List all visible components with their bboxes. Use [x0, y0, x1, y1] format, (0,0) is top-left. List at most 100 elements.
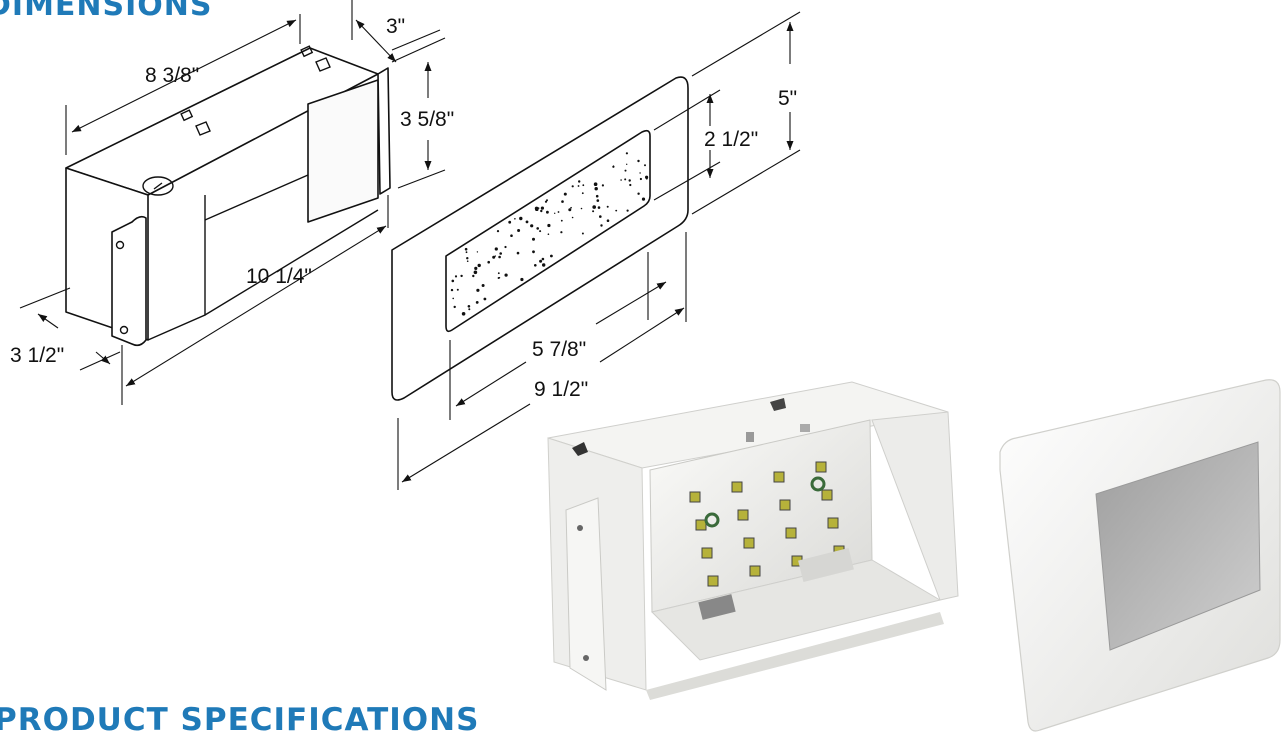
box-bottom-long-edge: [204, 209, 379, 316]
speckle-dot: [546, 199, 548, 202]
speckle-dot: [483, 297, 487, 301]
speckle-dot: [599, 215, 602, 218]
speckle-dot: [532, 237, 535, 241]
speckle-dot: [550, 254, 553, 258]
speckle-dot: [452, 297, 455, 300]
speckle-dot: [628, 179, 631, 182]
led-chip: [785, 527, 797, 539]
speckle-dot: [474, 266, 478, 270]
speckle-dot: [600, 224, 603, 227]
speckle-dot: [492, 255, 496, 259]
flange-screw-hole-top: [115, 240, 125, 250]
speckle-dot: [582, 184, 585, 187]
speckle-dot: [494, 255, 496, 257]
faceplate-photo: [999, 379, 1281, 732]
speckle-dot: [594, 187, 598, 191]
speckle-dot: [451, 279, 455, 283]
speckle-dot: [465, 251, 468, 254]
faceplate-window: [445, 129, 651, 333]
speckle-dot: [454, 275, 458, 278]
speckle-dot: [536, 227, 539, 230]
speckle-dot: [581, 232, 584, 235]
speckle-dot: [563, 192, 567, 196]
speckle-dot: [541, 257, 545, 261]
led-sensor-ring: [810, 476, 826, 492]
speckle-dot: [450, 288, 454, 292]
led-chip: [821, 489, 833, 501]
speckle-dot: [497, 277, 500, 279]
faceplate-photo-window: [1095, 441, 1261, 651]
speckle-dot: [497, 272, 500, 275]
speckle-dot: [596, 199, 600, 202]
box-inner-floor-line: [204, 174, 309, 221]
speckle-dot: [561, 200, 564, 203]
speckle-dot: [547, 233, 550, 235]
dim-plate-height: 5": [778, 87, 797, 110]
speckle-dot: [540, 209, 543, 213]
speckle-dot: [645, 175, 649, 179]
speckle-dot: [516, 251, 520, 255]
speckle-dot: [460, 274, 463, 278]
speckle-dot: [504, 245, 507, 249]
speckle-dot: [639, 177, 643, 181]
speckle-dot: [530, 224, 534, 228]
dimensions-heading: DIMENSIONS: [0, 0, 213, 23]
dim-plate-width: 9 1/2": [534, 378, 588, 401]
speckle-dot: [525, 220, 529, 224]
speckle-dot: [504, 273, 508, 277]
speckle-dot: [481, 284, 485, 287]
led-chip: [773, 471, 785, 483]
dim-box-depth-top: 3": [386, 15, 405, 38]
led-chip: [827, 517, 839, 529]
speckle-dot: [568, 208, 572, 212]
speckle-dot: [581, 192, 584, 195]
speckle-dot: [466, 260, 469, 263]
dimension-labels: 3" 8 3/8" 3 5/8" 10 1/4" 3 1/2" 5" 2 1/2…: [10, 15, 797, 401]
speckle-dot: [577, 185, 580, 187]
speckle-dot: [637, 159, 640, 163]
speckle-dot: [476, 251, 479, 253]
led-fixture-photo: [547, 381, 959, 700]
speckle-dot: [487, 260, 491, 264]
box-back-flange: [377, 67, 391, 195]
speckle-dot: [606, 205, 609, 208]
speckle-dot: [467, 305, 471, 308]
speckle-dot: [597, 206, 601, 209]
speckle-dot: [547, 223, 551, 228]
box-line-drawing: [65, 45, 391, 347]
box-inner-wall: [307, 79, 379, 223]
speckle-dot: [542, 263, 546, 267]
led-chip: [779, 499, 791, 511]
led-chip: [737, 509, 749, 521]
speckle-dot: [601, 184, 605, 187]
speckle-dot: [641, 197, 646, 201]
speckle-dot: [534, 264, 537, 267]
speckle-dot: [468, 308, 471, 311]
speckle-dot: [625, 152, 629, 155]
speckle-dot: [466, 257, 469, 260]
speckle-dot: [571, 185, 574, 188]
speckle-dot: [644, 164, 646, 167]
speckle-dot: [539, 230, 542, 233]
speckle-dot: [477, 263, 481, 268]
speckle-dot: [473, 270, 478, 275]
faceplate-line-drawing: [391, 76, 689, 401]
speckle-dot: [560, 231, 563, 234]
speckle-dot: [540, 206, 545, 210]
speckle-dot: [498, 255, 501, 259]
led-chip: [749, 565, 761, 577]
speckle-dot: [494, 247, 498, 251]
speckle-dot: [637, 192, 640, 195]
speckle-dot: [499, 252, 503, 255]
speckle-dot: [496, 230, 500, 233]
speckle-dot: [456, 288, 459, 291]
speckle-dot: [626, 209, 629, 212]
speckle-dot: [534, 206, 539, 211]
speckle-dot: [453, 305, 456, 309]
speckle-dot: [570, 206, 572, 209]
dim-box-height: 3 5/8": [400, 108, 454, 131]
speckle-dot: [554, 212, 556, 214]
speckle-dot: [615, 209, 618, 212]
speckle-dot: [560, 219, 563, 222]
